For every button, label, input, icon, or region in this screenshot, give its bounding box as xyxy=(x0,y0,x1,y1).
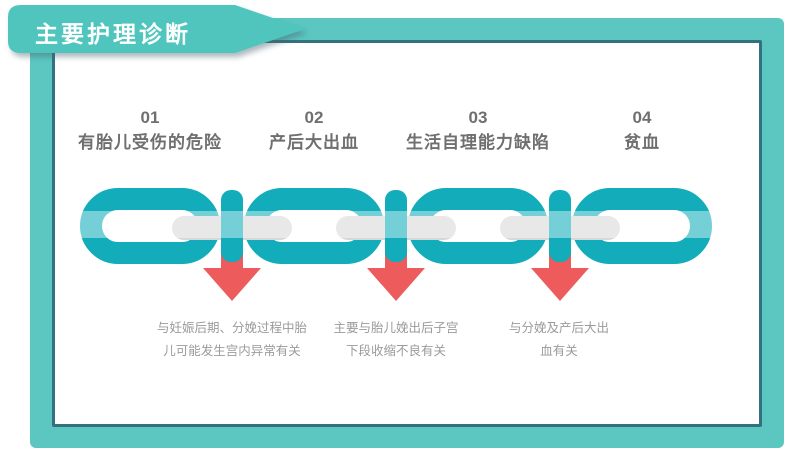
chain-connector-overlap xyxy=(188,216,220,240)
banner-pennant-shape xyxy=(8,5,305,53)
item-number: 02 xyxy=(304,108,324,127)
arrow-head xyxy=(203,268,261,301)
item-title: 产后大出血 xyxy=(269,133,359,152)
chain-connector-overlap xyxy=(516,216,548,240)
chain-connector-overlap xyxy=(352,216,384,240)
item-number: 04 xyxy=(632,108,652,127)
note-3: 与分娩及产后大出 血有关 xyxy=(508,321,609,358)
chain-link-icon xyxy=(80,188,220,264)
item-title: 有胎儿受伤的危险 xyxy=(78,133,222,152)
arrow-head xyxy=(367,268,425,301)
note-2: 主要与胎儿娩出后子宫 下段收缩不良有关 xyxy=(333,321,459,358)
arrow-head xyxy=(531,268,589,301)
chain-cross-link xyxy=(385,190,407,262)
chain-link-icon xyxy=(244,188,384,264)
title-banner: 主要护理诊断 xyxy=(3,3,315,57)
item-title: 贫血 xyxy=(624,133,660,152)
chain-cross-link xyxy=(549,190,571,262)
gloss-stripe xyxy=(72,211,722,238)
page-title: 主要护理诊断 xyxy=(35,21,191,47)
item-number: 01 xyxy=(140,108,160,127)
item-title: 生活自理能力缺陷 xyxy=(406,133,550,152)
diagnosis-item-2: 02 产后大出血 xyxy=(199,106,429,156)
diagnosis-item-3: 03 生活自理能力缺陷 xyxy=(363,106,593,156)
chain-cross-link xyxy=(221,190,243,262)
chain-link-icon xyxy=(572,188,712,264)
diagnosis-item-1: 01 有胎儿受伤的危险 xyxy=(35,106,265,156)
diagnosis-item-4: 04 贫血 xyxy=(527,106,757,156)
note-1: 与妊娠后期、分娩过程中胎 儿可能发生宫内异常有关 xyxy=(156,321,307,358)
item-number: 03 xyxy=(468,108,488,127)
